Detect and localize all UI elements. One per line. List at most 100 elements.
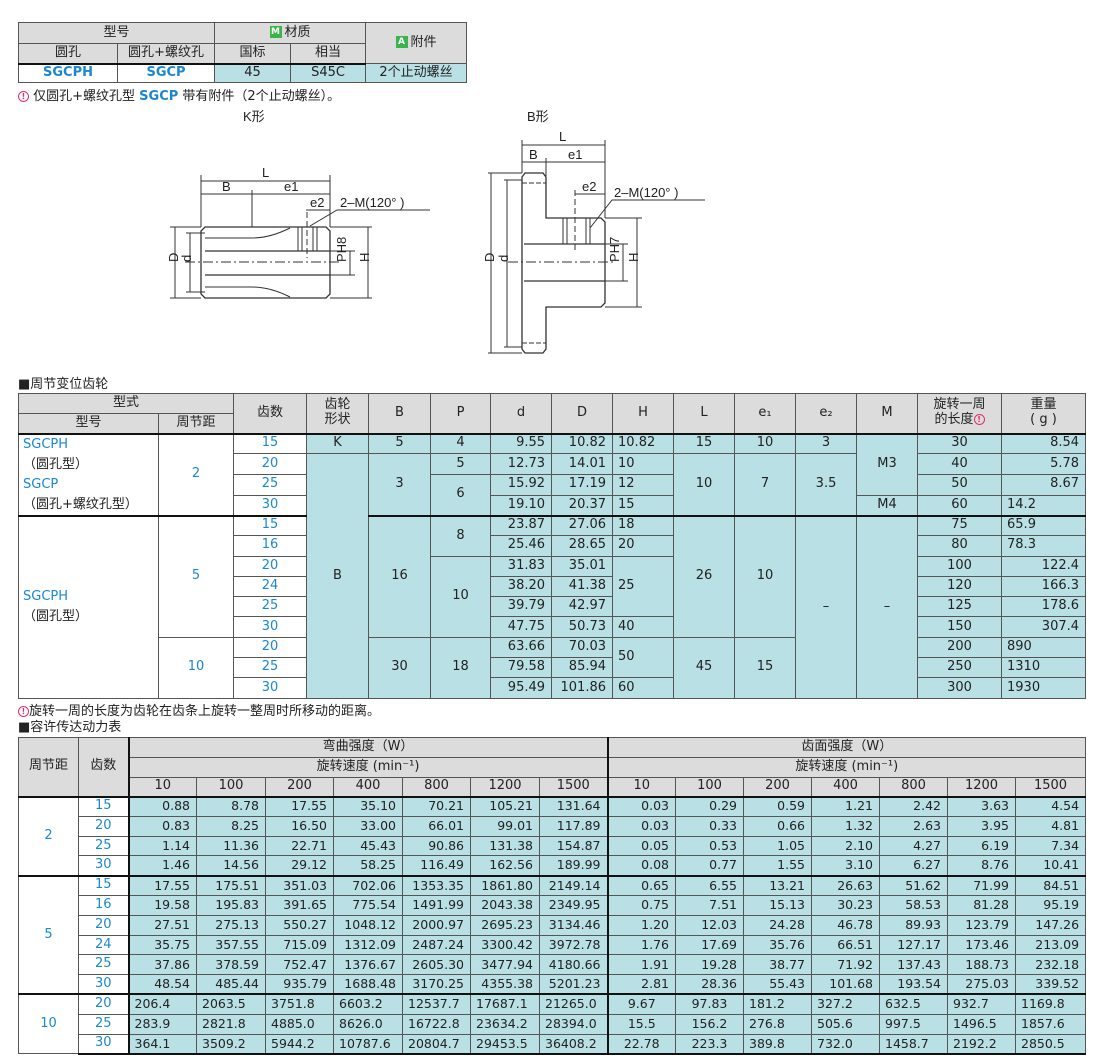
teeth-cell: 25: [233, 657, 308, 679]
bending-value: 175.51: [196, 874, 266, 896]
surface-value: 181.2: [743, 993, 812, 1015]
header-M: M: [856, 393, 919, 435]
value-cell: 23.87: [490, 514, 553, 537]
warning-icon: !: [18, 706, 29, 717]
value-cell: B: [306, 453, 370, 699]
surface-value: 1.05: [743, 835, 812, 857]
surface-value: 3.63: [947, 796, 1016, 817]
k-label-e2: e2: [310, 195, 324, 210]
surface-value: 7.51: [675, 894, 744, 916]
bending-value: 2487.24: [402, 934, 471, 956]
bending-value: 1376.67: [333, 954, 403, 976]
value-cell: 47.75: [490, 616, 553, 638]
pitch-cell: 10: [18, 993, 79, 1055]
attachment-badge-icon: A: [395, 36, 408, 49]
value-cell: 125: [917, 596, 1003, 618]
surface-value: 1496.5: [947, 1013, 1016, 1035]
bending-value: 45.43: [333, 835, 403, 857]
header-length: 旋转一周 的长度!: [917, 393, 1003, 435]
model-line: SGCPH: [23, 589, 69, 605]
b-label-P: PH7: [607, 237, 622, 262]
warning-icon: !: [18, 91, 29, 102]
header-e1: e₁: [734, 393, 797, 435]
bending-value: 19.58: [128, 894, 197, 916]
value-cell: 50: [612, 636, 675, 679]
surface-value: 223.3: [675, 1033, 744, 1055]
value-cell: 70.03: [551, 636, 614, 659]
warning-icon: !: [973, 414, 985, 426]
bending-value: 3509.2: [196, 1033, 266, 1055]
value-cell: 50.73: [551, 616, 614, 638]
bending-value: 364.1: [128, 1033, 197, 1055]
surface-value: 276.8: [743, 1013, 812, 1035]
surface-value: 339.52: [1014, 974, 1087, 995]
bending-value: 2605.30: [402, 954, 471, 976]
bending-value: 35.75: [128, 934, 197, 956]
surface-value: 6.27: [879, 855, 948, 877]
bending-value: 28394.0: [539, 1013, 609, 1035]
value-cell: 12: [612, 474, 675, 496]
surface-value: 0.77: [675, 855, 744, 877]
bending-value: 17.55: [128, 874, 197, 896]
bending-value: 935.79: [265, 974, 334, 995]
bending-value: 17.55: [265, 796, 334, 817]
value-cell: 10.82: [551, 432, 614, 455]
teeth-cell: 20: [78, 815, 130, 837]
surface-value: 71.99: [947, 874, 1016, 896]
surface-value: 2.81: [607, 974, 676, 995]
bending-value: 391.65: [265, 894, 334, 916]
pitch-cell: 2: [157, 432, 235, 516]
header-type: 型式: [17, 393, 235, 414]
value-cell: K: [306, 432, 370, 455]
surface-value: 232.18: [1014, 954, 1087, 976]
bending-value: 154.87: [539, 835, 609, 857]
header-B: B: [368, 393, 432, 435]
bending-value: 775.54: [333, 894, 403, 916]
speed-header: 100: [675, 777, 744, 798]
teeth-cell: 30: [78, 855, 130, 877]
bending-value: 206.4: [128, 993, 197, 1015]
surface-value: 2.42: [879, 796, 948, 817]
bending-value: 131.38: [470, 835, 540, 857]
surface-value: 24.28: [743, 914, 812, 936]
power-table: 周节距 齿数 弯曲强度（W） 齿面强度（W） 旋转速度 (min⁻¹) 旋转速度…: [18, 737, 1087, 1055]
teeth-cell: 20: [233, 555, 308, 577]
surface-value: 35.76: [743, 934, 812, 956]
teeth-cell: 15: [78, 874, 130, 896]
surface-value: 0.05: [607, 835, 676, 857]
pitch-cell: 5: [18, 874, 79, 995]
bending-value: 1688.48: [333, 974, 403, 995]
bending-value: 2695.23: [470, 914, 540, 936]
b-form-title: B形: [527, 109, 549, 124]
surface-value: 15.5: [607, 1013, 676, 1035]
bending-value: 22.71: [265, 835, 334, 857]
value-cell: 45: [673, 636, 736, 699]
bending-value: 2000.97: [402, 914, 471, 936]
bending-value: 58.25: [333, 855, 403, 877]
speed-header: 400: [811, 777, 880, 798]
surface-value: 123.79: [947, 914, 1016, 936]
bending-value: 1.46: [128, 855, 197, 877]
surface-value: 0.03: [607, 815, 676, 837]
surface-value: 147.26: [1014, 914, 1087, 936]
surface-value: 97.83: [675, 993, 744, 1015]
bending-value: 189.99: [539, 855, 609, 877]
surface-value: 28.36: [675, 974, 744, 995]
surface-value: 1.55: [743, 855, 812, 877]
surface-value: 7.34: [1014, 835, 1087, 857]
surface-value: 1.21: [811, 796, 880, 817]
value-cell: 5: [368, 432, 432, 455]
value-cell: 30: [368, 636, 432, 699]
value-cell: 3.5: [795, 453, 858, 516]
teeth-cell: 20: [78, 914, 130, 936]
surface-value: 10.41: [1014, 855, 1087, 877]
surface-value: 38.77: [743, 954, 812, 976]
value-cell: 5.78: [1001, 453, 1087, 475]
main-section-title: ■周节变位齿轮: [18, 377, 109, 392]
